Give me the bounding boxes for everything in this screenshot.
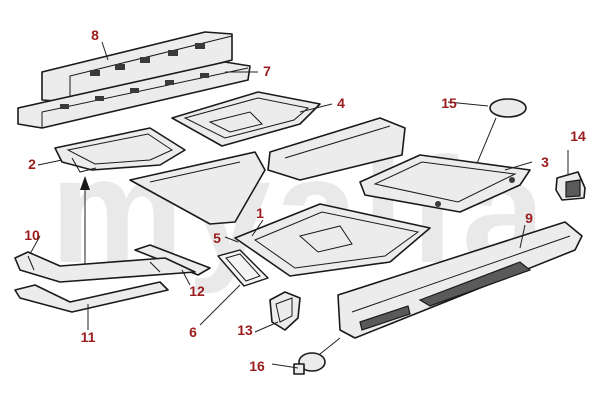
part-6-plate [217, 249, 269, 287]
callout-10: 10 [24, 227, 40, 243]
part-3-right-floor-pan [359, 154, 531, 213]
part-9-sill [337, 221, 583, 339]
part-8-crossmember-upper [41, 31, 233, 103]
callout-8: 8 [91, 27, 99, 43]
callout-13: 13 [237, 322, 253, 338]
callout-3: 3 [541, 154, 549, 170]
part-11-bent-bar [14, 281, 169, 313]
callout-6: 6 [189, 324, 197, 340]
callout-4: 4 [337, 95, 345, 111]
part-13-clip [269, 291, 301, 331]
part-4-rear-floor-pan [171, 91, 321, 147]
callout-12: 12 [189, 283, 205, 299]
assembly-arrow [80, 176, 90, 268]
callout-11: 11 [81, 329, 96, 345]
part-2-left-front-panel [54, 127, 186, 173]
part-14-bracket [555, 171, 586, 201]
callout-1: 1 [256, 205, 264, 221]
part-1-left-floor-pan [234, 203, 431, 277]
callout-14: 14 [570, 128, 586, 144]
part-16-grommet [293, 337, 341, 375]
callout-labels: 8 7 4 15 2 3 14 1 5 9 10 12 6 13 11 16 [24, 27, 586, 374]
part-7-crossmember-lower [17, 61, 251, 129]
callout-16: 16 [249, 358, 265, 374]
callout-2: 2 [28, 156, 36, 172]
leader-lines [29, 41, 569, 369]
callout-9: 9 [525, 210, 533, 226]
callout-5: 5 [213, 230, 221, 246]
callout-7: 7 [263, 63, 271, 79]
transmission-tunnel [129, 117, 406, 225]
part-10-long-member [14, 251, 196, 283]
callout-15: 15 [441, 95, 457, 111]
